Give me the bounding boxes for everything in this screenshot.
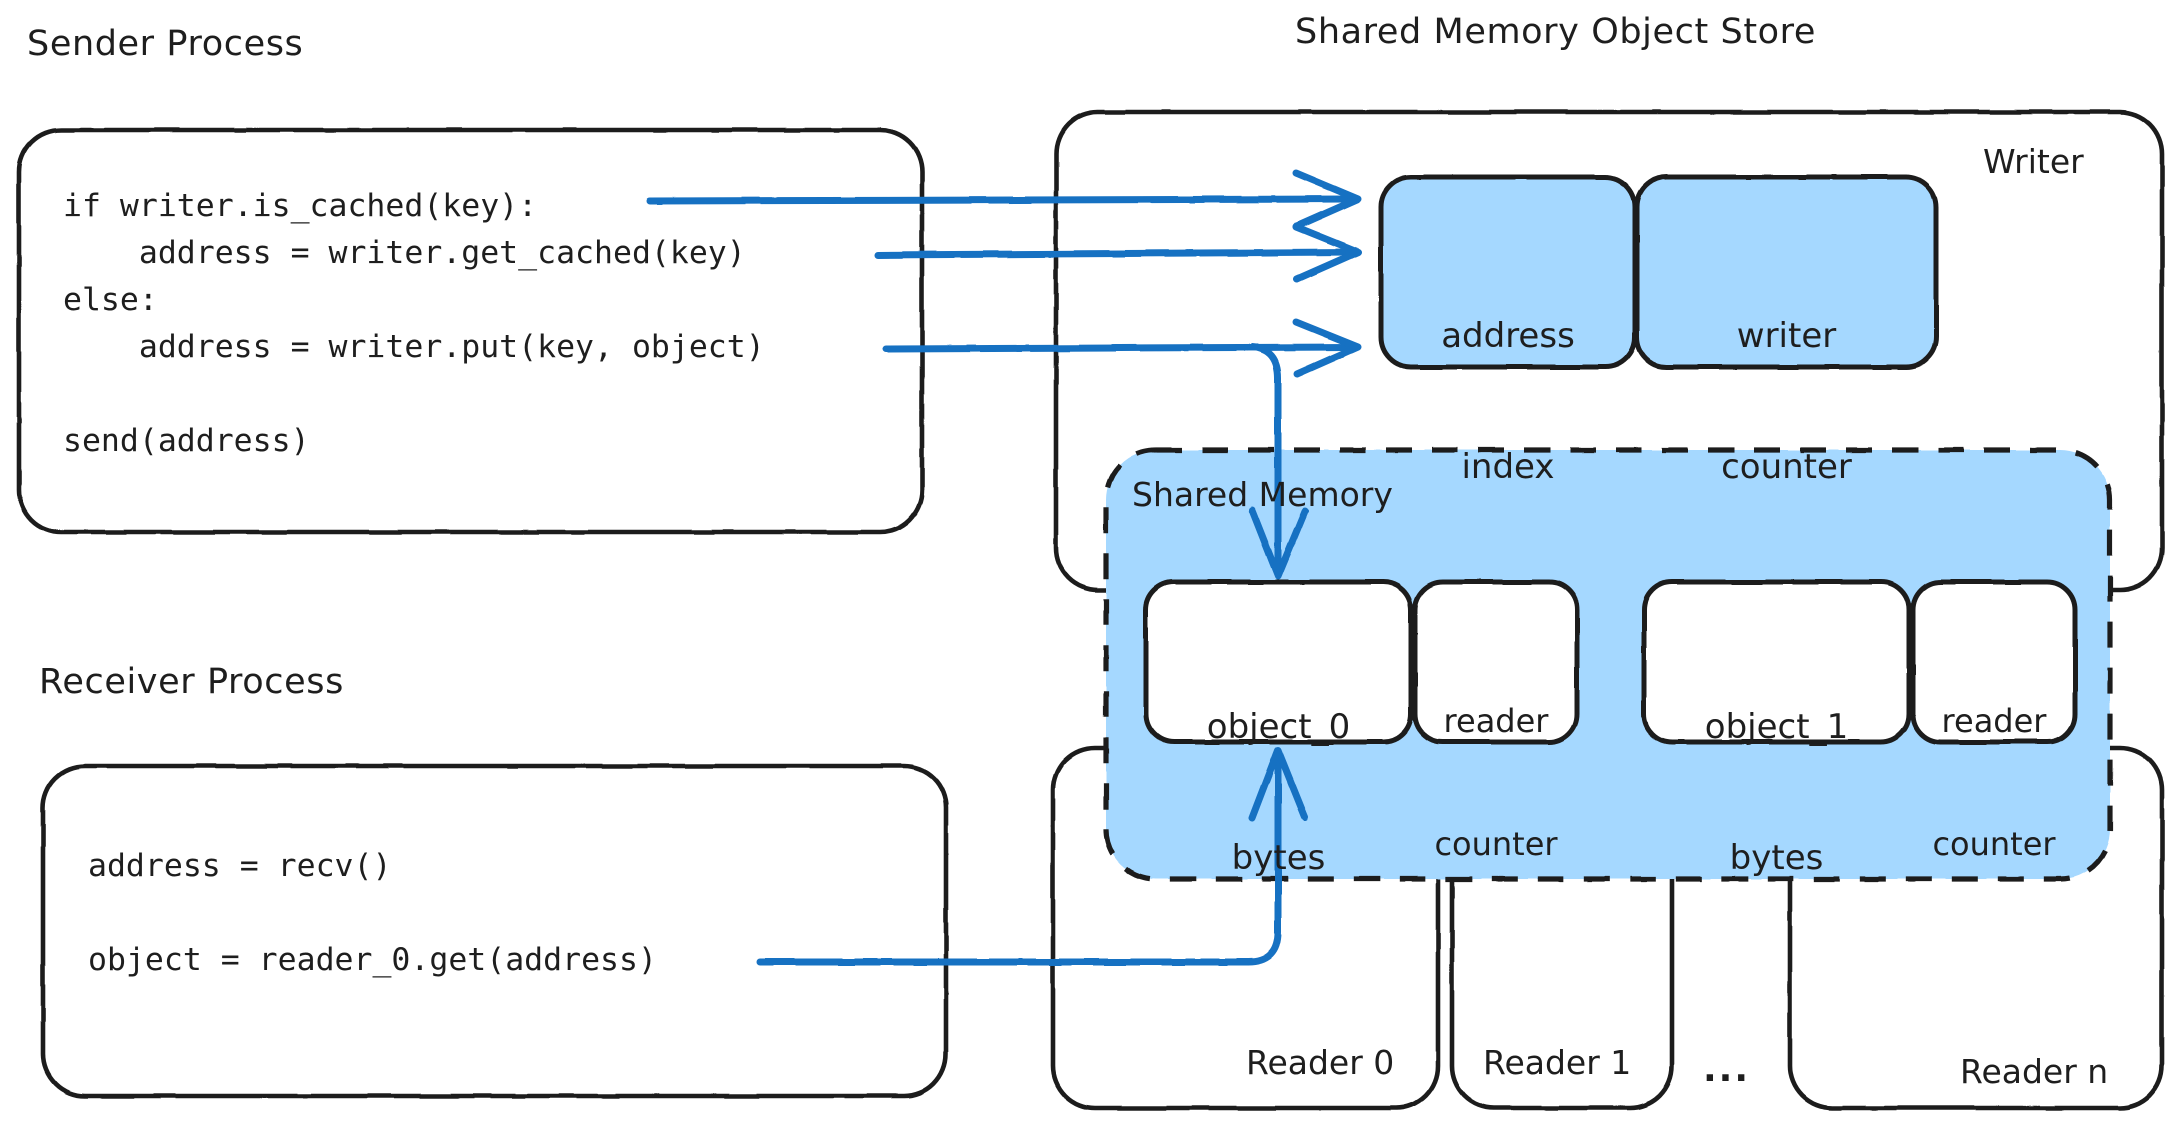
- shared-memory-label: Shared Memory: [1132, 475, 1393, 514]
- object-0-line1: object_0: [1206, 707, 1351, 748]
- object-0-label: object_0 bytes: [1146, 619, 1411, 967]
- writer-counter-line1: writer: [1736, 316, 1837, 357]
- receiver-process-title: Receiver Process: [39, 662, 344, 702]
- address-index-line1: address: [1441, 316, 1575, 357]
- object-1-slot: [1641, 579, 1912, 745]
- arrow-reader-get: [756, 746, 1309, 966]
- arrow-put: [882, 318, 1362, 580]
- reader-counter-1-slot: [1910, 579, 2078, 745]
- sender-code-block: if writer.is_cached(key): address = writ…: [63, 188, 765, 459]
- reader-1-label: Reader 1: [1483, 1043, 1632, 1082]
- writer-counter-line2: counter: [1721, 446, 1852, 487]
- address-index-label: address index: [1381, 228, 1635, 576]
- sender-process-title: Sender Process: [27, 24, 304, 64]
- object-0-slot: [1143, 579, 1414, 745]
- reader-counter-0-line1: reader: [1443, 701, 1549, 740]
- object-1-label: object_1 bytes: [1644, 619, 1909, 967]
- writer-counter-label: writer counter: [1637, 228, 1936, 576]
- object-1-line1: object_1: [1704, 707, 1849, 748]
- reader-counter-1-line2: counter: [1932, 824, 2056, 863]
- object-0-line2: bytes: [1231, 837, 1326, 878]
- receiver-code-block: address = recv() object = reader_0.get(a…: [88, 848, 657, 978]
- arrow-is-cached: [646, 169, 1362, 230]
- shared-memory-region: [1103, 447, 2113, 882]
- object-1-line2: bytes: [1729, 837, 1824, 878]
- reader-0-label: Reader 0: [1246, 1043, 1395, 1082]
- reader-n-label: Reader n: [1960, 1052, 2109, 1091]
- reader-counter-0-slot: [1412, 579, 1580, 745]
- writer-label: Writer: [1983, 142, 2084, 181]
- writer-counter-slot: [1634, 174, 1939, 370]
- reader-counter-0-line2: counter: [1434, 824, 1558, 863]
- readers-ellipsis: ...: [1703, 1049, 1751, 1090]
- address-index-line2: index: [1461, 446, 1555, 487]
- arrow-get-cached: [874, 223, 1362, 283]
- reader-counter-1-line1: reader: [1941, 701, 2047, 740]
- shared-memory-object-store-title: Shared Memory Object Store: [1295, 12, 1817, 52]
- receiver-process-box: [40, 763, 949, 1099]
- sender-process-box: [16, 127, 925, 535]
- reader-counter-0-label: reader counter: [1409, 619, 1583, 947]
- reader-counter-1-label: reader counter: [1907, 619, 2081, 947]
